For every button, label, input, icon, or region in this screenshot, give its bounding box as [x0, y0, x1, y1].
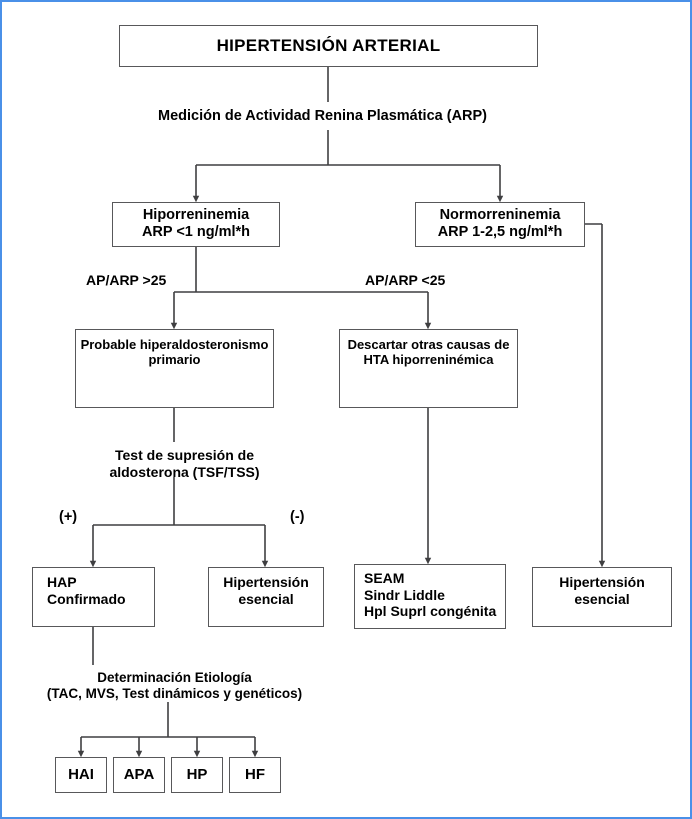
- label-determinacion-etiologia: Determinación Etiología (TAC, MVS, Test …: [46, 670, 303, 702]
- node-hipertension-esencial-left: Hipertensión esencial: [208, 567, 324, 627]
- node-title-text: HIPERTENSIÓN ARTERIAL: [216, 35, 441, 55]
- node-hiporreninemia: Hiporreninemia ARP <1 ng/ml*h: [112, 202, 280, 247]
- label-arp-measurement: Medición de Actividad Renina Plasmática …: [158, 108, 488, 124]
- node-seam-text: SEAM Sindr Liddle Hpl Suprl congénita: [364, 570, 497, 620]
- node-hap-text: HAP Confirmado: [47, 574, 126, 607]
- node-hipertension-esencial-right: Hipertensión esencial: [532, 567, 672, 627]
- edge-label-negative: (-): [290, 509, 305, 525]
- node-hiporreninemia-text: Hiporreninemia ARP <1 ng/ml*h: [141, 207, 251, 241]
- node-probable-hiperaldosteronismo: Probable hiperaldosteronismo primario: [75, 329, 274, 408]
- node-hta-esencial-2-text: Hipertensión esencial: [559, 574, 645, 607]
- node-seam-liddle-hiperplasia: SEAM Sindr Liddle Hpl Suprl congénita: [354, 564, 506, 629]
- node-apa-text: APA: [123, 766, 155, 784]
- node-hta-esencial-1-text: Hipertensión esencial: [223, 574, 309, 607]
- node-hf: HF: [229, 757, 281, 793]
- node-hap-confirmado: HAP Confirmado: [32, 567, 155, 627]
- label-test-supresion-aldosterona: Test de supresión de aldosterona (TSF/TS…: [109, 447, 260, 480]
- node-normorreninemia-text: Normorreninemia ARP 1-2,5 ng/ml*h: [437, 207, 563, 241]
- node-hp-text: HP: [186, 766, 208, 784]
- edge-label-positive: (+): [59, 509, 78, 525]
- edge-label-ap-arp-less: AP/ARP <25: [365, 272, 446, 288]
- edge-label-ap-arp-greater: AP/ARP >25: [86, 272, 167, 288]
- node-descartar-otras-causas: Descartar otras causas de HTA hiporrenin…: [339, 329, 518, 408]
- node-hf-text: HF: [245, 766, 265, 784]
- node-hipertension-arterial: HIPERTENSIÓN ARTERIAL: [119, 25, 538, 67]
- node-probable-text: Probable hiperaldosteronismo primario: [80, 337, 269, 368]
- node-hai-text: HAI: [68, 766, 94, 784]
- node-hai: HAI: [55, 757, 107, 793]
- node-apa: APA: [113, 757, 165, 793]
- node-descartar-text: Descartar otras causas de HTA hiporrenin…: [347, 337, 510, 368]
- node-normorreninemia: Normorreninemia ARP 1-2,5 ng/ml*h: [415, 202, 585, 247]
- node-hp: HP: [171, 757, 223, 793]
